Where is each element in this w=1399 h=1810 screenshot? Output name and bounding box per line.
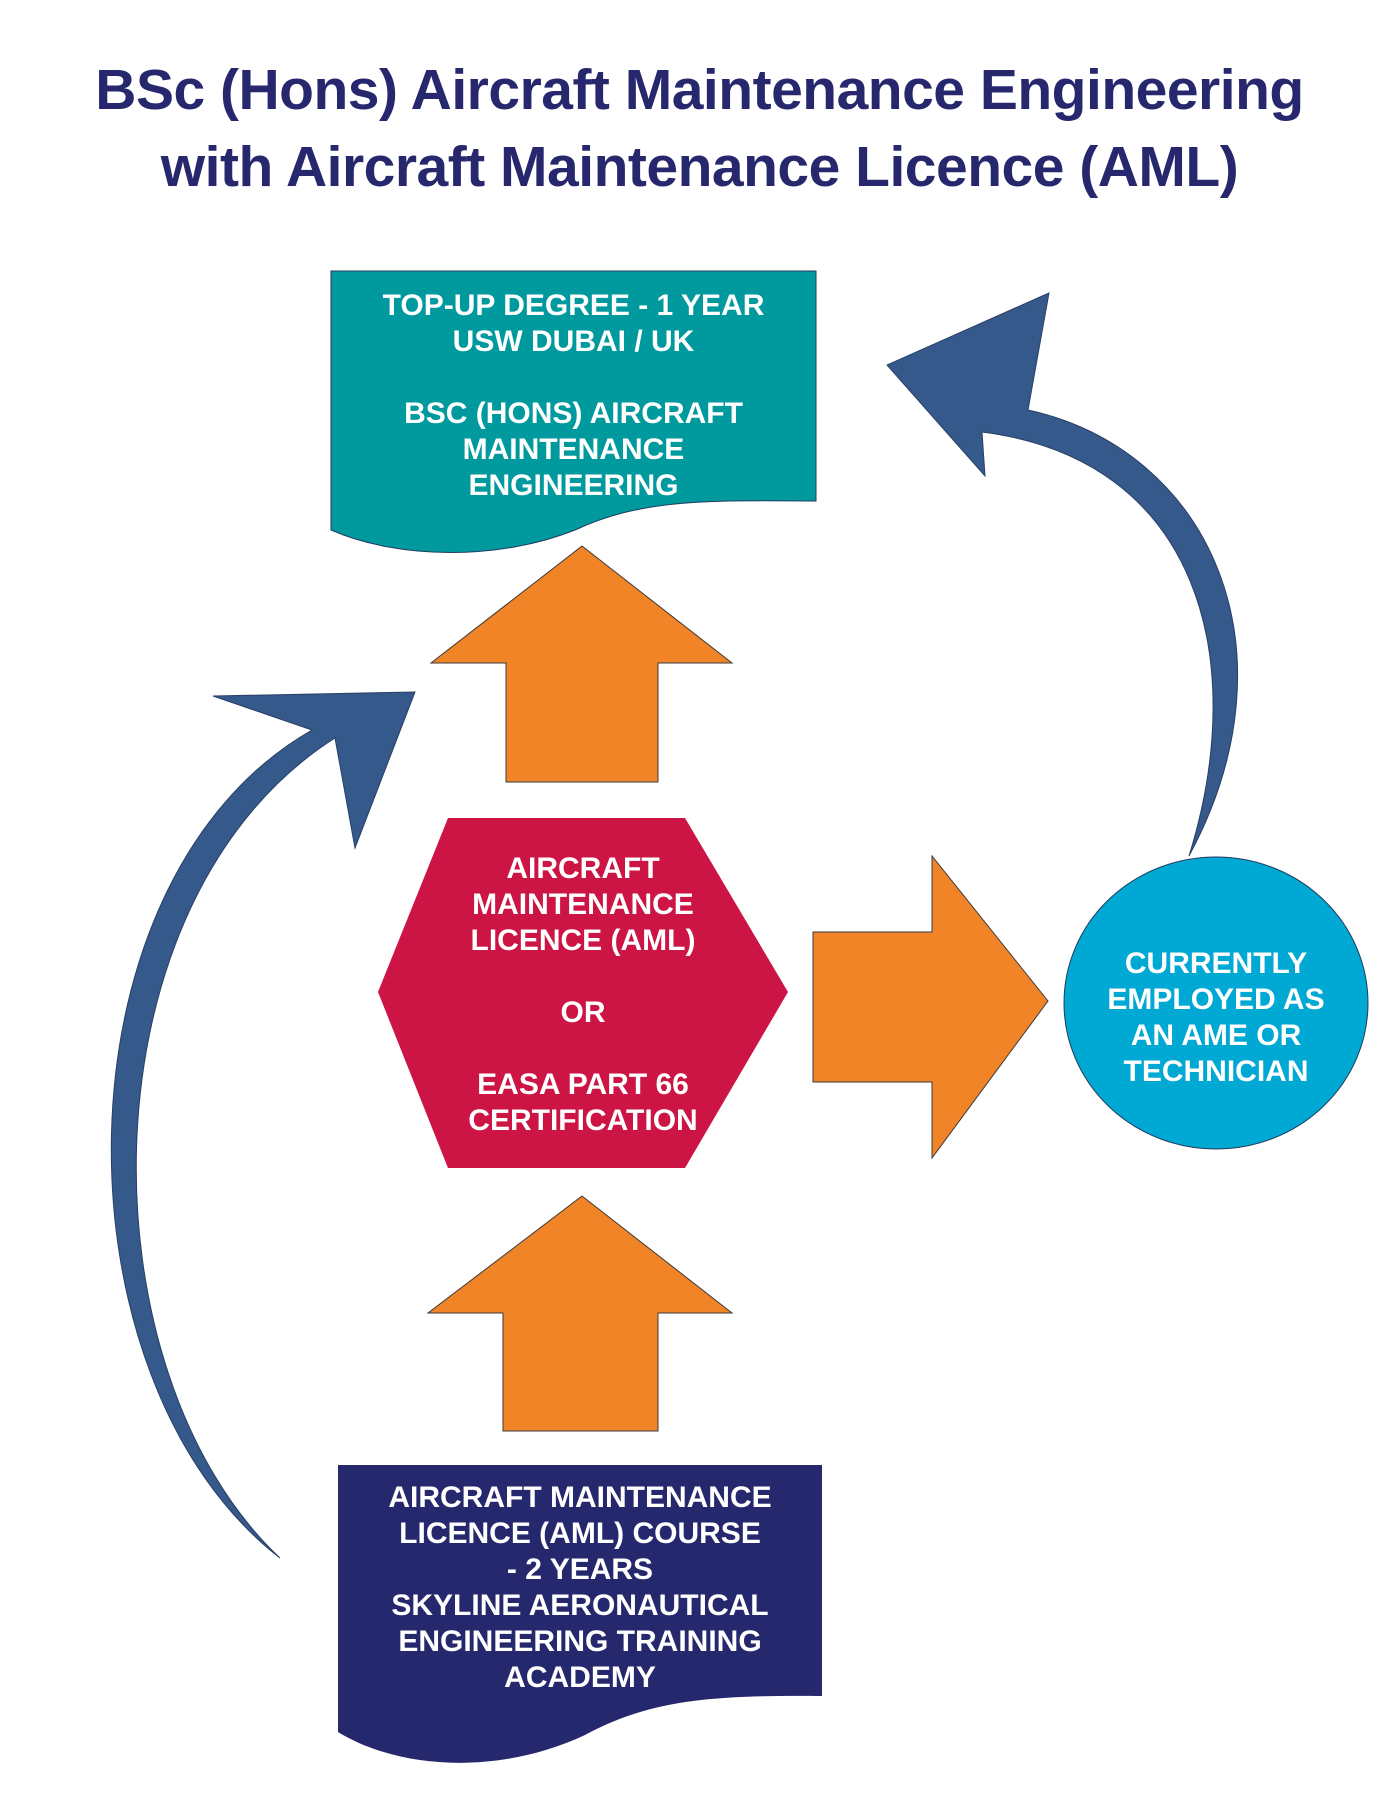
arrow-up-to-topup [429,545,734,783]
course-line-5: ENGINEERING TRAINING [398,1625,762,1658]
employed-line-1: CURRENTLY [1124,947,1308,980]
topup-line-4: MAINTENANCE [462,433,685,466]
topup-degree-text: TOP-UP DEGREE - 1 YEAR USW DUBAI / UK BS… [331,288,816,504]
employed-line-3: AN AME OR [1130,1019,1302,1052]
topup-line-5: ENGINEERING [468,469,679,502]
topup-line-2: USW DUBAI / UK [452,325,695,358]
employed-line-2: EMPLOYED AS [1107,983,1325,1016]
licence-line-or: OR [560,996,606,1029]
curved-arrow-right [886,292,1239,857]
course-line-4: SKYLINE AERONAUTICAL [391,1589,769,1622]
licence-text: AIRCRAFT MAINTENANCE LICENCE (AML) OR EA… [418,851,748,1139]
page-title: BSc (Hons) Aircraft Maintenance Engineer… [0,52,1399,206]
licence-line-3: LICENCE (AML) [470,924,696,957]
licence-line-2: MAINTENANCE [472,888,694,921]
page-title-line-1: BSc (Hons) Aircraft Maintenance Engineer… [95,58,1304,122]
topup-line-3: BSC (HONS) AIRCRAFT [404,397,743,430]
course-text: AIRCRAFT MAINTENANCE LICENCE (AML) COURS… [338,1480,822,1696]
page-title-line-2: with Aircraft Maintenance Licence (AML) [160,135,1239,199]
course-box [338,1465,822,1763]
arrow-up-to-licence [426,1195,734,1432]
topup-degree-box [330,270,817,553]
course-line-1: AIRCRAFT MAINTENANCE [388,1481,772,1514]
licence-line-1: AIRCRAFT [506,852,660,885]
employed-circle [1063,856,1369,1150]
course-line-3: - 2 YEARS [506,1553,654,1586]
employed-line-4: TECHNICIAN [1123,1055,1309,1088]
employed-text: CURRENTLY EMPLOYED AS AN AME OR TECHNICI… [1076,946,1356,1090]
licence-line-5: EASA PART 66 [477,1068,689,1101]
arrow-right-to-employed [812,854,1049,1160]
curved-arrow-left [110,691,416,1559]
course-line-2: LICENCE (AML) COURSE [399,1517,761,1550]
topup-line-1: TOP-UP DEGREE - 1 YEAR [382,289,765,322]
licence-line-6: CERTIFICATION [468,1104,698,1137]
licence-hexagon [378,818,788,1168]
course-line-6: ACADEMY [504,1661,656,1694]
